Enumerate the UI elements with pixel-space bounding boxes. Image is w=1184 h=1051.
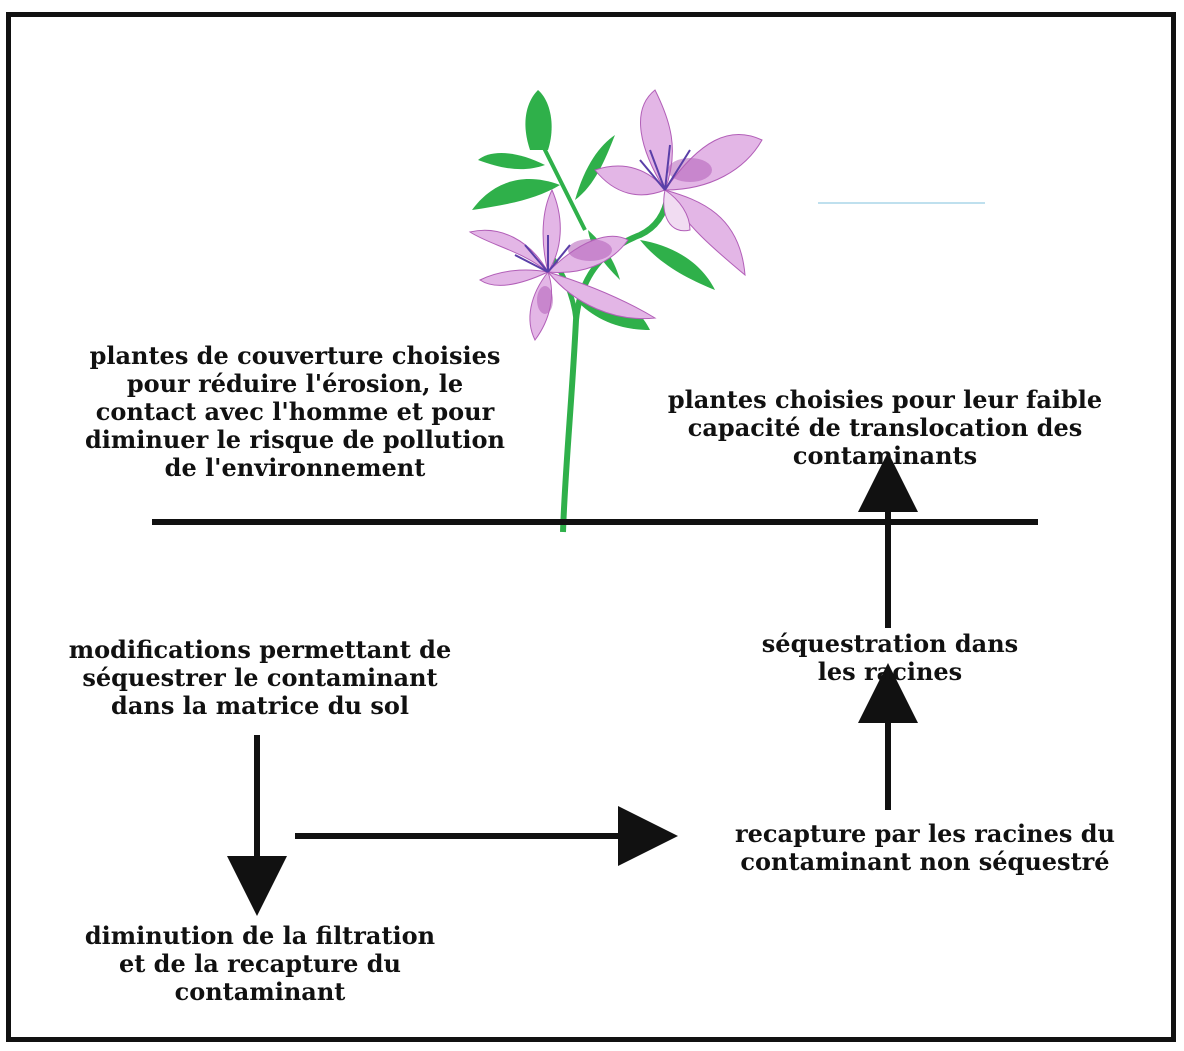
label-cover-plants: plantes de couverture choisies pour rédu… xyxy=(85,341,505,482)
label-low-translocation: plantes choisies pour leur faible capaci… xyxy=(667,385,1103,470)
diagram-frame xyxy=(6,12,1176,1042)
label-reduced-filtration: diminution de la filtration et de la rec… xyxy=(84,921,436,1006)
lily-plant-illustration xyxy=(468,89,763,533)
label-root-recapture: recapture par les racines du contaminant… xyxy=(735,819,1115,876)
label-root-sequestration: séquestration dans les racines xyxy=(761,629,1019,686)
label-soil-modifications: modifications permettant de séquestrer l… xyxy=(68,635,452,720)
